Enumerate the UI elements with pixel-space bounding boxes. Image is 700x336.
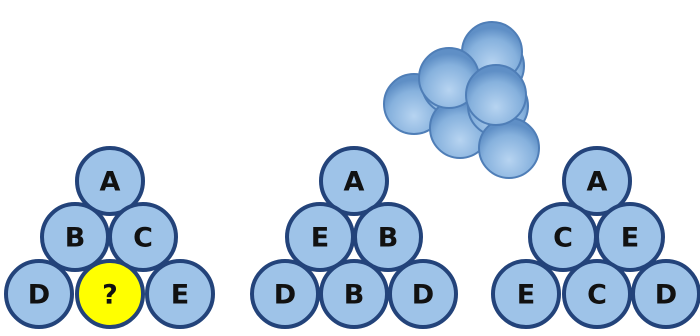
pyramid-3-ball-r1-1: A (562, 146, 632, 216)
pyramid-1-ball-r3-2: ? (75, 259, 145, 329)
pyramid-2-label-r2-1: E (311, 223, 329, 254)
pyramid-1-ball-r2-1: B (40, 202, 110, 272)
pyramid-3-label-r1-1: A (587, 167, 608, 198)
pyramid-1-label-r2-1: B (65, 223, 86, 254)
stack-ball (465, 64, 527, 126)
pyramid-2-ball-r3-1: D (250, 259, 320, 329)
pyramid-2-ball-r2-1: E (285, 202, 355, 272)
pyramid-3-ball-r3-2: C (562, 259, 632, 329)
pyramid-2-label-r3-3: D (412, 280, 434, 311)
pyramid-2-label-r1-1: A (344, 167, 365, 198)
pyramid-3-label-r3-1: E (517, 280, 535, 311)
pyramid-1-label-r2-2: C (133, 223, 153, 254)
pyramid-1: AB C D? E (4, 146, 215, 329)
pyramid-3-label-r2-2: E (621, 223, 639, 254)
pyramid-3-label-r2-1: C (553, 223, 573, 254)
pyramid-2-ball-r2-2: B (353, 202, 423, 272)
pyramid-3-ball-r2-1: C (528, 202, 598, 272)
pyramid-1-ball-r3-1: D (4, 259, 74, 329)
pyramid-1-label-r1-1: A (100, 167, 121, 198)
pyramid-2-ball-r1-1: A (319, 146, 389, 216)
pyramid-2-ball-r3-3: D (388, 259, 458, 329)
pyramid-1-ball-r2-2: C (108, 202, 178, 272)
pyramid-3-ball-r3-1: E (491, 259, 561, 329)
pyramid-2-label-r3-2: B (344, 280, 365, 311)
pyramid-3-label-r3-3: D (655, 280, 677, 311)
pyramid-3-label-r3-2: C (587, 280, 607, 311)
pyramid-3-ball-r3-3: D (631, 259, 700, 329)
pyramid-2-label-r3-1: D (274, 280, 296, 311)
pyramid-2-label-r2-2: B (378, 223, 399, 254)
pyramid-1-label-r3-3: E (171, 280, 189, 311)
stack-ball (478, 117, 540, 179)
pyramid-1-ball-r1-1: A (75, 146, 145, 216)
pyramid-1-ball-r3-3: E (145, 259, 215, 329)
pyramid-1-label-r3-2: ? (102, 280, 118, 311)
pyramid-3-ball-r2-2: E (595, 202, 665, 272)
pyramid-1-label-r3-1: D (28, 280, 50, 311)
ball-stack-3d (383, 21, 540, 179)
pyramid-2-ball-r3-2: B (319, 259, 389, 329)
